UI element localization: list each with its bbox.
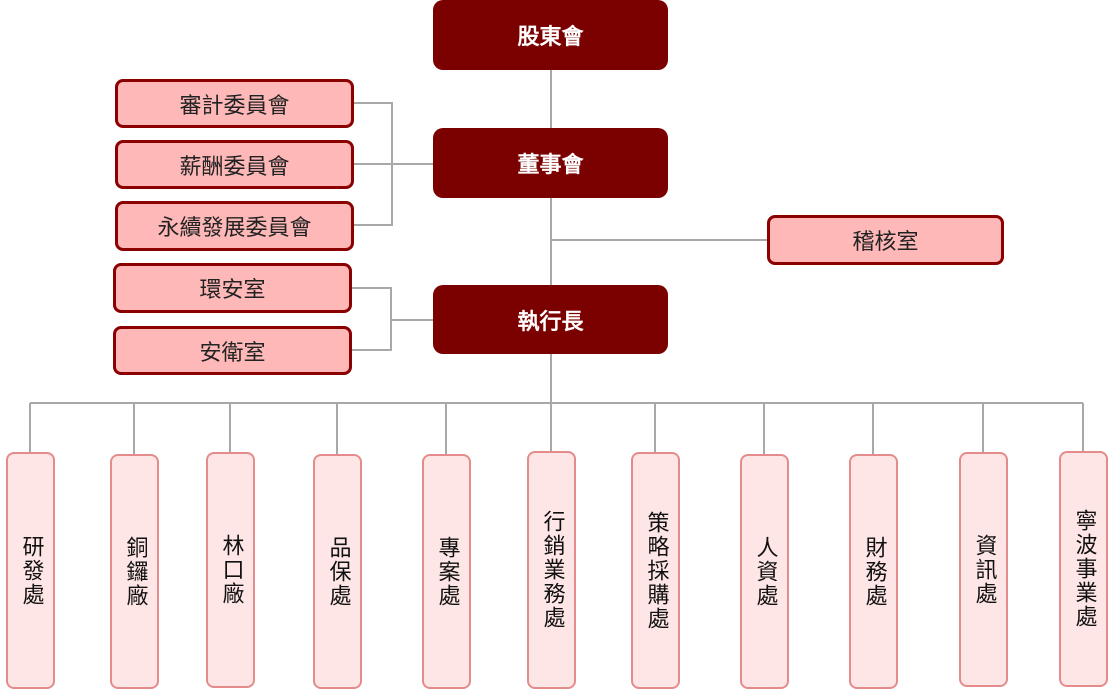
department-label: 行銷業務處 <box>539 510 565 630</box>
ceo-box: 執行長 <box>433 285 668 354</box>
department-label: 人資處 <box>752 535 778 608</box>
department-box: 行銷業務處 <box>527 451 576 689</box>
committee-box-remuneration: 薪酬委員會 <box>115 140 354 189</box>
safety-unit-label: 環安室 <box>199 278 266 303</box>
department-label: 品保處 <box>325 535 351 608</box>
occupational-safety-office-box: 安衛室 <box>113 326 352 375</box>
board-of-directors-label: 董事會 <box>517 153 584 178</box>
line-safety-bracket <box>351 287 433 351</box>
committee-label: 審計委員會 <box>179 93 290 119</box>
shareholders-meeting-label: 股東會 <box>517 25 584 50</box>
audit-office-label: 稽核室 <box>852 230 919 255</box>
department-label: 銅鑼廠 <box>122 535 148 608</box>
department-label: 林口廠 <box>218 534 244 606</box>
line-ceo-bus <box>30 354 1083 404</box>
department-box: 寧波事業處 <box>1059 451 1108 687</box>
department-box: 策略採購處 <box>631 452 680 689</box>
safety-unit-label: 安衛室 <box>199 340 266 366</box>
line-department-drops <box>29 403 1084 454</box>
department-label: 專案處 <box>434 535 460 608</box>
environmental-safety-office-box: 環安室 <box>113 263 352 313</box>
department-box: 專案處 <box>422 454 471 689</box>
line-committees-bracket <box>352 102 433 226</box>
department-label: 資訊處 <box>971 533 997 606</box>
department-label: 研發處 <box>18 534 44 607</box>
committee-box-audit: 審計委員會 <box>115 79 354 128</box>
ceo-label: 執行長 <box>517 309 584 335</box>
committee-box-sustainability: 永續發展委員會 <box>115 201 354 251</box>
department-label: 財務處 <box>861 535 887 608</box>
department-box: 人資處 <box>740 454 789 689</box>
department-box: 銅鑼廠 <box>110 454 159 689</box>
committee-label: 薪酬委員會 <box>179 154 290 180</box>
department-box: 財務處 <box>849 454 898 689</box>
department-box: 資訊處 <box>959 452 1008 687</box>
department-box: 研發處 <box>6 452 55 689</box>
board-of-directors-box: 董事會 <box>433 128 668 198</box>
committee-label: 永續發展委員會 <box>157 216 312 241</box>
department-label: 策略採購處 <box>643 510 669 631</box>
audit-office-box: 稽核室 <box>767 215 1004 265</box>
department-label: 寧波事業處 <box>1071 509 1097 629</box>
department-box: 品保處 <box>313 454 362 689</box>
department-box: 林口廠 <box>206 452 255 688</box>
shareholders-meeting-box: 股東會 <box>433 0 668 70</box>
